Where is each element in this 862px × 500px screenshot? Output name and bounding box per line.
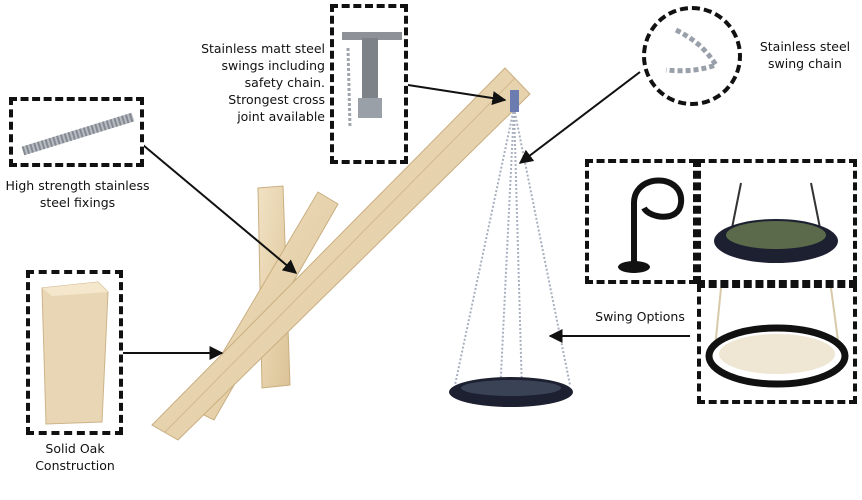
label-line: Stainless steel — [759, 39, 851, 54]
label-line: joint available — [237, 109, 325, 124]
chain-icon — [665, 27, 720, 74]
oak-photo-box — [26, 270, 123, 435]
label-line: swing chain — [768, 56, 842, 71]
fixings-photo-box — [9, 97, 144, 167]
label-line: Construction — [35, 458, 115, 473]
rope-swing-icon — [618, 177, 685, 273]
nest-swing-seat — [449, 377, 573, 407]
label-line: High strength stainless — [5, 178, 150, 193]
swing-option-nest-box — [697, 159, 857, 284]
label-line: steel fixings — [39, 195, 116, 210]
label-line: Stainless matt steel — [201, 41, 325, 56]
ring-swing-icon — [705, 287, 849, 388]
label-line: Solid Oak — [45, 441, 105, 456]
label-line: swings including — [221, 58, 325, 73]
label-line: Strongest cross — [228, 92, 325, 107]
callout-arrows — [123, 71, 690, 360]
label-cross-joint: Stainless matt steel swings including sa… — [190, 40, 325, 125]
swing-option-rope-box — [585, 159, 697, 284]
swing-chains — [454, 107, 571, 396]
label-fixings: High strength stainless steel fixings — [0, 177, 155, 211]
label-swing-chain: Stainless steel swing chain — [750, 38, 860, 72]
swing-bracket-icon — [342, 32, 402, 129]
label-oak: Solid Oak Construction — [20, 440, 130, 474]
cross-joint-photo-box — [330, 4, 408, 164]
label-swing-options: Swing Options — [595, 309, 685, 324]
swing-hanger — [510, 90, 519, 112]
label-line: safety chain. — [244, 75, 325, 90]
oak-post-icon — [41, 281, 109, 425]
swing-chain-photo-circle — [642, 6, 742, 106]
threaded-rod-icon — [21, 112, 135, 156]
long-diagonal-beam — [151, 67, 531, 441]
swing-option-ring-box — [697, 284, 857, 404]
nest-swing-icon — [714, 182, 838, 263]
